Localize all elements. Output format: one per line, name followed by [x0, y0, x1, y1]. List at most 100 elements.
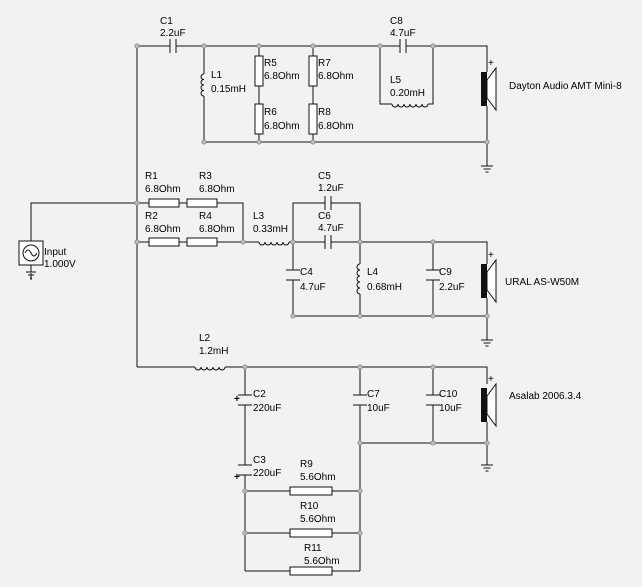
c4-value: 4.7uF [300, 282, 326, 293]
c7-value: 10uF [367, 403, 390, 414]
r6-label: R6 [264, 107, 277, 118]
c10-value: 10uF [439, 403, 462, 414]
speaker-woofer[interactable]: + Asalab 2006.3.4 [481, 374, 582, 428]
l4-label: L4 [367, 267, 379, 278]
inductor-l3[interactable]: L3 0.33mH [253, 211, 290, 246]
resistor-r2[interactable]: R2 6.8Ohm [145, 211, 181, 247]
resistor-r7[interactable]: R7 6.8Ohm [308, 55, 354, 87]
capacitor-c10[interactable]: C10 10uF [426, 389, 462, 414]
input-source[interactable]: Input 1.000V [18, 240, 76, 279]
l3-label: L3 [253, 211, 265, 222]
ground-icon [481, 339, 493, 347]
resistor-r11[interactable]: R11 5.6Ohm [289, 543, 340, 576]
r1-value: 6.8Ohm [145, 184, 181, 195]
woofer-label: Asalab 2006.3.4 [509, 391, 582, 402]
capacitor-c9[interactable]: C9 2.2uF [426, 267, 465, 293]
l3-value: 0.33mH [253, 224, 288, 235]
tweeter-label: Dayton Audio AMT Mini-8 [509, 81, 622, 92]
svg-text:+: + [488, 374, 494, 385]
speaker-icon: + [481, 58, 497, 112]
r11-label: R11 [304, 543, 322, 554]
resistor-r5[interactable]: R5 6.8Ohm [254, 55, 300, 87]
capacitor-c6[interactable]: C6 4.7uF [318, 211, 344, 249]
speaker-icon: + [481, 374, 497, 428]
resistor-r6[interactable]: R6 6.8Ohm [254, 103, 300, 135]
l1-label: L1 [211, 70, 223, 81]
c2-value: 220uF [253, 403, 281, 414]
speaker-tweeter[interactable]: + Dayton Audio AMT Mini-8 [481, 58, 622, 112]
resistor-r1[interactable]: R1 6.8Ohm [145, 171, 181, 208]
inductor-l5[interactable]: L5 0.20mH [390, 75, 429, 108]
inductor-l1[interactable]: L1 0.15mH [200, 70, 246, 97]
svg-text:+: + [488, 58, 494, 69]
c9-label: C9 [439, 267, 452, 278]
speaker-icon: + [481, 250, 497, 304]
c6-label: C6 [318, 211, 331, 222]
r6-value: 6.8Ohm [264, 121, 300, 132]
c8-label: C8 [390, 16, 403, 27]
c9-value: 2.2uF [439, 282, 465, 293]
c5-label: C5 [318, 171, 331, 182]
c6-value: 4.7uF [318, 223, 344, 234]
capacitor-c5[interactable]: C5 1.2uF [318, 171, 344, 210]
r7-value: 6.8Ohm [318, 71, 354, 82]
l5-label: L5 [390, 75, 402, 86]
c7-label: C7 [367, 389, 380, 400]
capacitor-c1[interactable]: C1 2.2uF [160, 16, 186, 53]
r9-value: 5.6Ohm [300, 472, 336, 483]
inductor-l4[interactable]: L4 0.68mH [356, 263, 402, 295]
c3-label: C3 [253, 455, 266, 466]
r2-value: 6.8Ohm [145, 224, 181, 235]
r4-label: R4 [199, 211, 212, 222]
c4-label: C4 [300, 267, 313, 278]
l5-value: 0.20mH [390, 88, 425, 99]
r5-label: R5 [264, 58, 277, 69]
capacitor-c3[interactable]: + C3 220uF [234, 455, 281, 483]
r5-value: 6.8Ohm [264, 71, 300, 82]
r8-label: R8 [318, 107, 331, 118]
c8-value: 4.7uF [390, 28, 416, 39]
l4-value: 0.68mH [367, 282, 402, 293]
capacitor-c8[interactable]: C8 4.7uF [390, 16, 416, 53]
c1-label: C1 [160, 16, 173, 27]
midrange-label: URAL AS-W50M [505, 277, 579, 288]
resistor-r3[interactable]: R3 6.8Ohm [186, 171, 235, 208]
capacitor-c4[interactable]: C4 4.7uF [286, 267, 326, 293]
r3-label: R3 [199, 171, 212, 182]
r4-value: 6.8Ohm [199, 224, 235, 235]
c2-polarity-icon: + [234, 394, 240, 405]
r10-label: R10 [300, 501, 319, 512]
capacitor-c7[interactable]: C7 10uF [353, 389, 390, 414]
r2-label: R2 [145, 211, 158, 222]
resistor-r8[interactable]: R8 6.8Ohm [308, 103, 354, 135]
c3-value: 220uF [253, 468, 281, 479]
c3-polarity-icon: + [234, 472, 240, 483]
ground-icon [481, 464, 493, 472]
l2-value: 1.2mH [199, 346, 228, 357]
ground-icon [481, 165, 493, 173]
r11-value: 5.6Ohm [304, 556, 340, 567]
l2-label: L2 [199, 333, 211, 344]
sine-wave-icon [24, 249, 38, 257]
c2-label: C2 [253, 389, 266, 400]
resistor-r10[interactable]: R10 5.6Ohm [289, 501, 336, 538]
resistor-r9[interactable]: R9 5.6Ohm [289, 459, 336, 496]
r10-value: 5.6Ohm [300, 514, 336, 525]
c10-label: C10 [439, 389, 458, 400]
r3-value: 6.8Ohm [199, 184, 235, 195]
r9-label: R9 [300, 459, 313, 470]
c5-value: 1.2uF [318, 183, 344, 194]
capacitor-c2[interactable]: + C2 220uF [234, 389, 281, 414]
svg-text:+: + [488, 250, 494, 261]
speaker-midrange[interactable]: + URAL AS-W50M [481, 250, 579, 304]
resistor-r4[interactable]: R4 6.8Ohm [186, 211, 235, 247]
source-name: Input [44, 247, 66, 258]
r7-label: R7 [318, 58, 331, 69]
source-value: 1.000V [44, 259, 76, 270]
inductor-l2[interactable]: L2 1.2mH [194, 333, 228, 371]
r8-value: 6.8Ohm [318, 121, 354, 132]
l1-value: 0.15mH [211, 84, 246, 95]
r1-label: R1 [145, 171, 158, 182]
junctions [134, 43, 490, 536]
